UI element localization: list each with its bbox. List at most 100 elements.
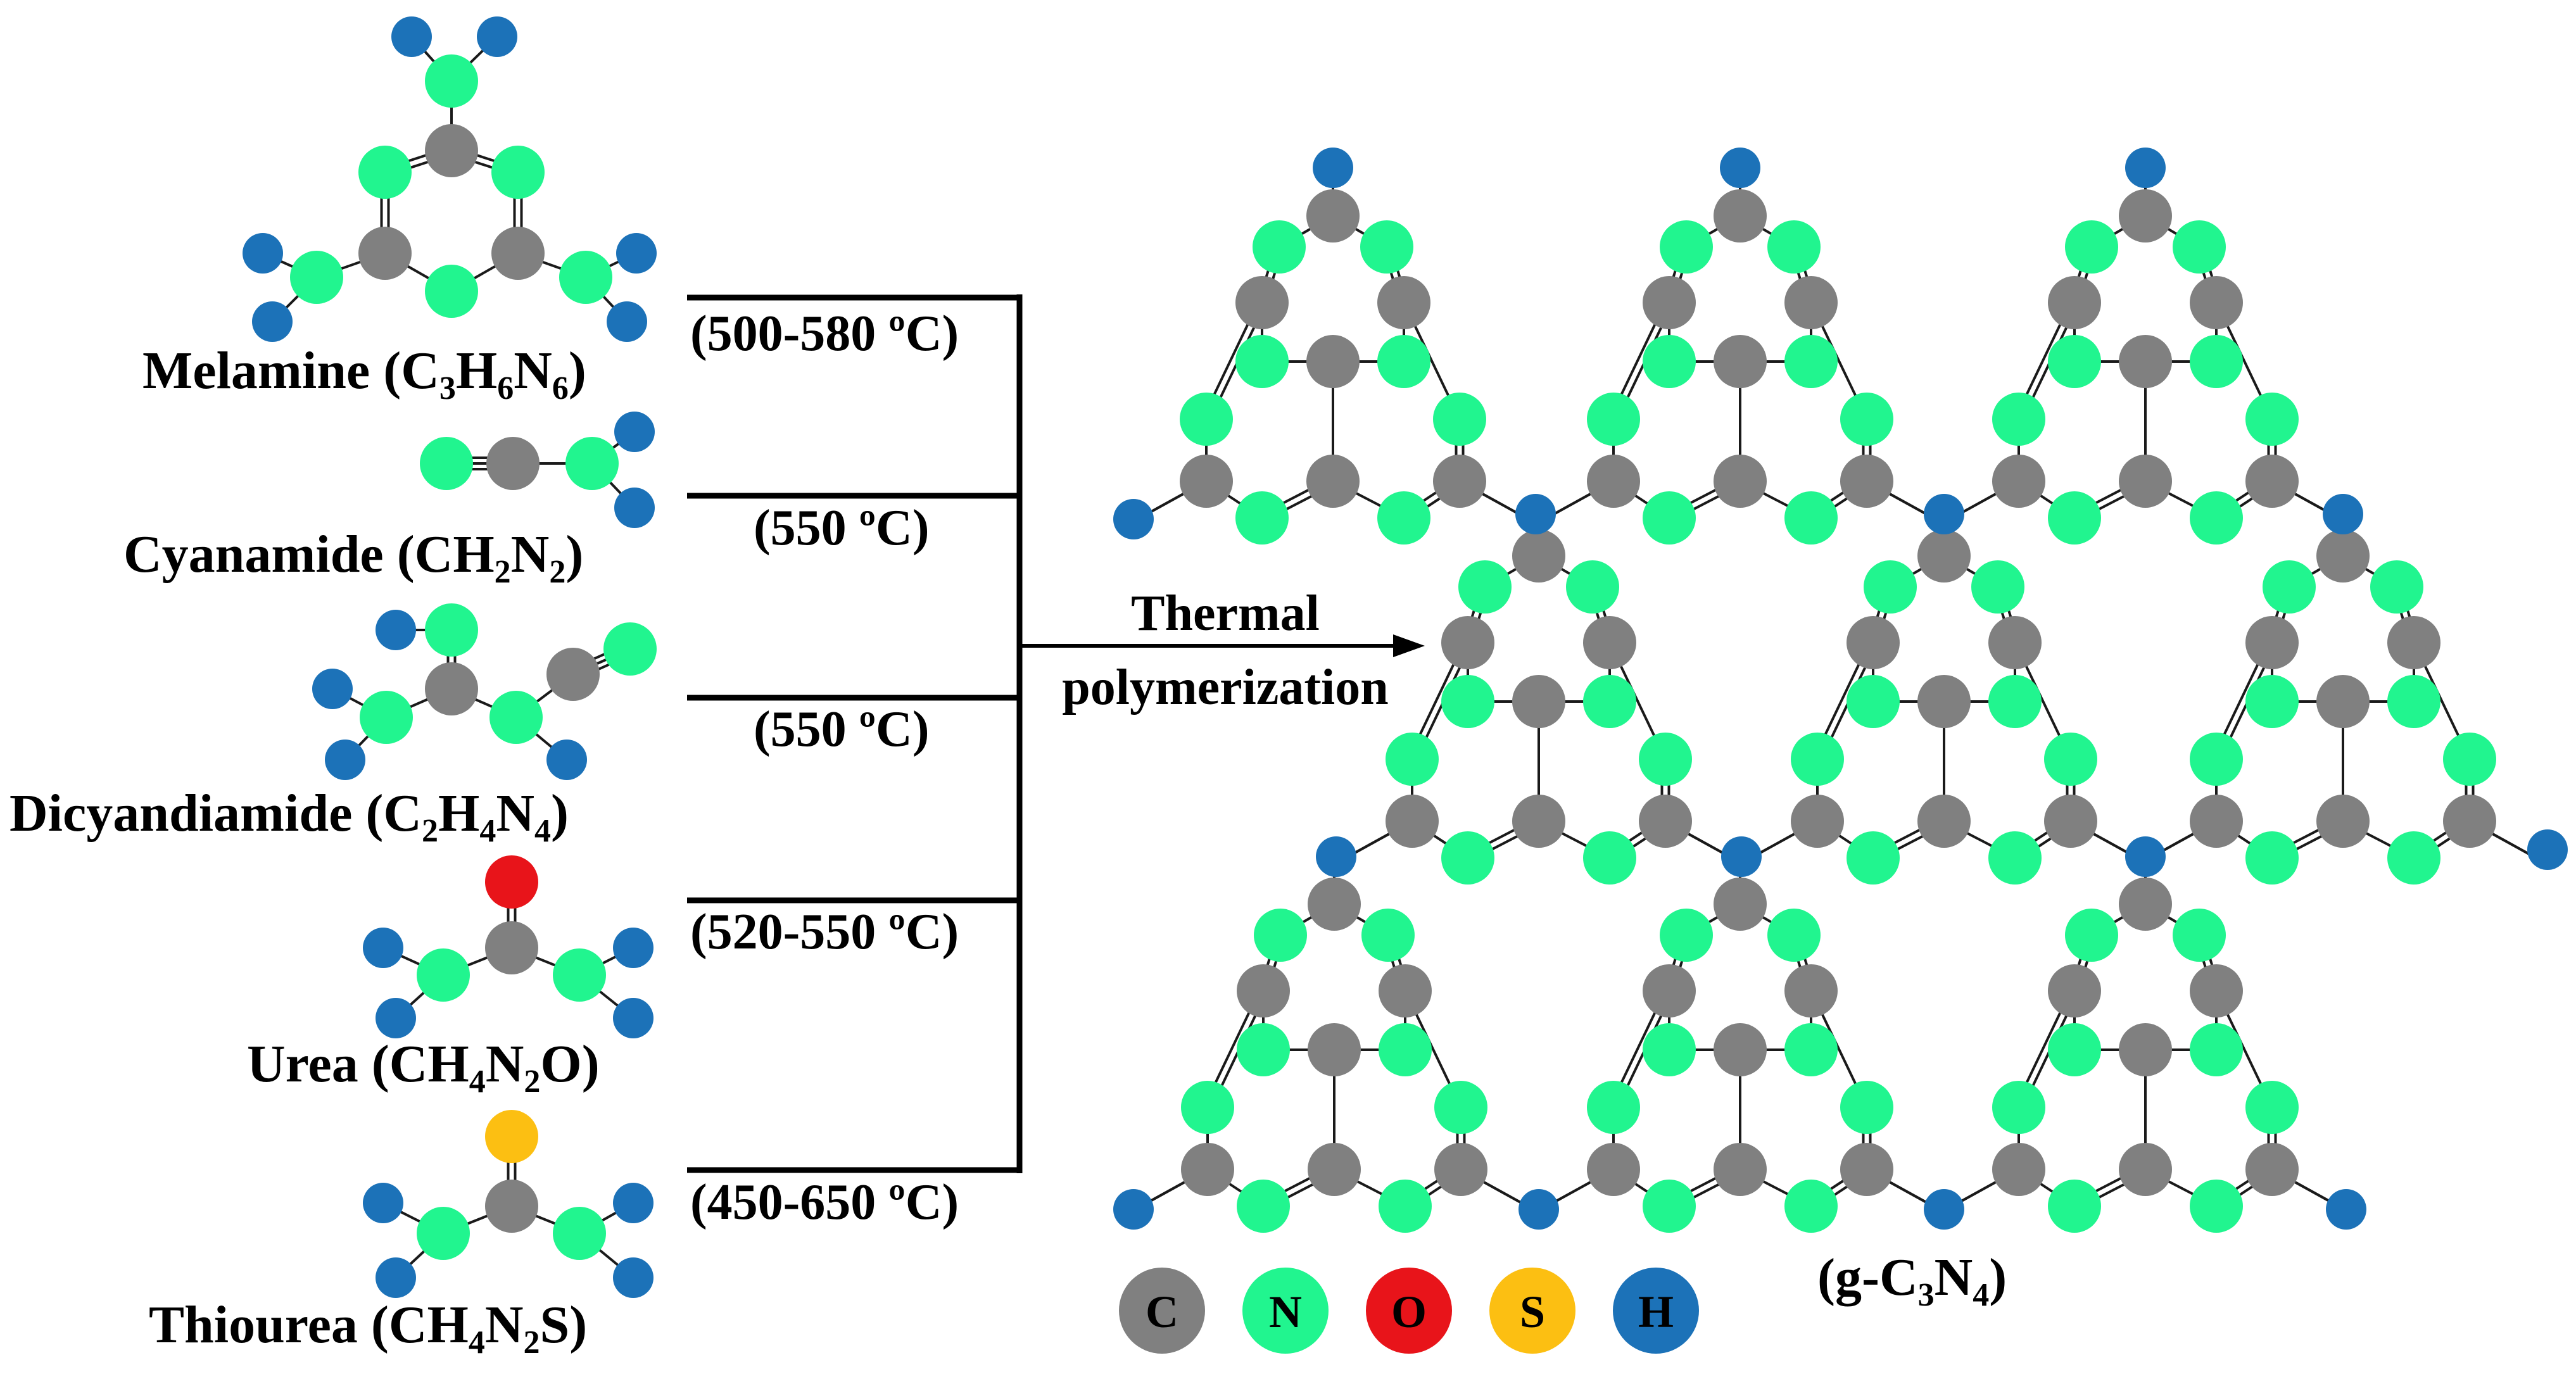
- carbon-atom: [1308, 1023, 1361, 1076]
- nitrogen-atom: [290, 251, 343, 304]
- carbon-atom: [1237, 964, 1290, 1017]
- nitrogen-atom: [1377, 335, 1430, 388]
- melamine-molecule: [243, 16, 657, 342]
- hydrogen-atom: [252, 301, 293, 342]
- carbon-atom: [1714, 1023, 1767, 1076]
- nitrogen-atom: [425, 54, 478, 108]
- legend-symbol: O: [1391, 1287, 1427, 1337]
- hydrogen-atom: [391, 16, 432, 57]
- carbon-atom: [1988, 616, 2042, 669]
- carbon-atom: [1181, 1143, 1234, 1196]
- hydrogen-atom: [613, 1257, 653, 1298]
- hydrogen-atom: [1113, 499, 1154, 539]
- carbon-atom: [1840, 1143, 1893, 1196]
- hydrogen-atom: [607, 301, 647, 342]
- nitrogen-atom: [1587, 393, 1640, 446]
- legend-item-c: C: [1119, 1268, 1205, 1354]
- carbon-atom: [1587, 455, 1640, 508]
- legend-swatch: [1242, 1268, 1329, 1354]
- nitrogen-atom: [1379, 1180, 1432, 1233]
- hydrogen-atom: [312, 669, 353, 709]
- temperature-dicyandiamide: (550 ºC): [754, 702, 929, 757]
- nitrogen-atom: [2443, 733, 2496, 786]
- temperature-melamine: (500-580 ºC): [690, 306, 959, 362]
- carbon-atom: [2245, 455, 2299, 508]
- nitrogen-atom: [358, 146, 412, 199]
- cyanamide-molecule: [420, 412, 655, 528]
- carbon-atom: [1512, 675, 1565, 728]
- nitrogen-atom: [417, 1207, 470, 1260]
- legend-swatch: [1613, 1268, 1699, 1354]
- nitrogen-atom: [2245, 1081, 2299, 1134]
- dicyandiamide-molecule: [312, 603, 657, 780]
- hydrogen-atom: [1924, 494, 1964, 534]
- nitrogen-atom: [1992, 393, 2045, 446]
- nitrogen-atom: [1441, 831, 1494, 885]
- nitrogen-atom: [1988, 831, 2042, 885]
- product-label: (g-C3N4): [1817, 1248, 2007, 1313]
- carbon-atom: [1639, 795, 1692, 848]
- carbon-atom: [1434, 1143, 1487, 1196]
- legend-item-n: N: [1242, 1268, 1329, 1354]
- carbon-atom: [1917, 795, 1971, 848]
- heptazine-unit: [1140, 855, 1528, 1233]
- carbon-atom: [2190, 276, 2243, 329]
- nitrogen-atom: [1643, 1180, 1696, 1233]
- nitrogen-atom: [2048, 1023, 2101, 1076]
- nitrogen-atom: [2370, 560, 2423, 614]
- carbon-atom: [425, 124, 478, 177]
- nitrogen-atom: [2245, 675, 2299, 728]
- nitrogen-atom: [2065, 909, 2118, 962]
- carbon-atom: [1784, 276, 1838, 329]
- carbon-atom: [1840, 455, 1893, 508]
- hydrogen-atom: [2125, 148, 2166, 188]
- nitrogen-atom: [1992, 1081, 2045, 1134]
- legend-swatch: [1366, 1268, 1452, 1354]
- nitrogen-atom: [1458, 560, 1512, 614]
- nitrogen-atom: [1660, 909, 1713, 962]
- carbon-atom: [1308, 1143, 1361, 1196]
- nitrogen-atom: [1643, 491, 1696, 545]
- temperature-urea: (520-550 ºC): [690, 904, 959, 960]
- hydrogen-atom: [243, 233, 283, 274]
- carbon-atom: [1847, 616, 1900, 669]
- nitrogen-atom: [1791, 733, 1844, 786]
- nitrogen-atom: [425, 265, 478, 318]
- nitrogen-atom: [1660, 220, 1713, 274]
- carbon-atom: [1643, 276, 1696, 329]
- hydrogen-atom: [613, 928, 653, 968]
- carbon-atom: [1512, 795, 1565, 848]
- process-label-line2: polymerization: [1062, 660, 1388, 715]
- legend-swatch: [1489, 1268, 1575, 1354]
- nitrogen-atom: [360, 691, 413, 744]
- carbon-atom: [1714, 1143, 1767, 1196]
- nitrogen-atom: [1379, 1023, 1432, 1076]
- nitrogen-atom: [1434, 1081, 1487, 1134]
- nitrogen-atom: [2048, 335, 2101, 388]
- nitrogen-atom: [1784, 335, 1838, 388]
- carbon-atom: [1791, 795, 1844, 848]
- heptazine-unit: [2149, 507, 2537, 885]
- legend-symbol: N: [1269, 1287, 1302, 1337]
- nitrogen-atom: [1386, 733, 1439, 786]
- nitrogen-atom: [1253, 220, 1306, 274]
- nitrogen-atom: [1235, 335, 1289, 388]
- carbon-atom: [1306, 189, 1360, 242]
- hydrogen-atom: [376, 998, 416, 1038]
- heptazine-unit: [1750, 507, 2138, 885]
- heptazine-unit: [1546, 167, 1934, 545]
- carbon-atom: [485, 1180, 538, 1233]
- nitrogen-atom: [1235, 491, 1289, 545]
- nitrogen-atom: [2190, 733, 2243, 786]
- carbon-atom: [1308, 878, 1361, 931]
- nitrogen-atom: [1643, 1023, 1696, 1076]
- nitrogen-atom: [2173, 220, 2226, 274]
- heptazine-unit: [1546, 855, 1934, 1233]
- carbon-atom: [2048, 276, 2101, 329]
- melamine-label: Melamine (C3H6N6): [142, 341, 586, 406]
- nitrogen-atom: [1433, 393, 1486, 446]
- hydrogen-atom: [363, 928, 403, 968]
- carbon-atom: [486, 437, 540, 490]
- hydrogen-atom: [614, 412, 655, 452]
- nitrogen-atom: [489, 691, 543, 744]
